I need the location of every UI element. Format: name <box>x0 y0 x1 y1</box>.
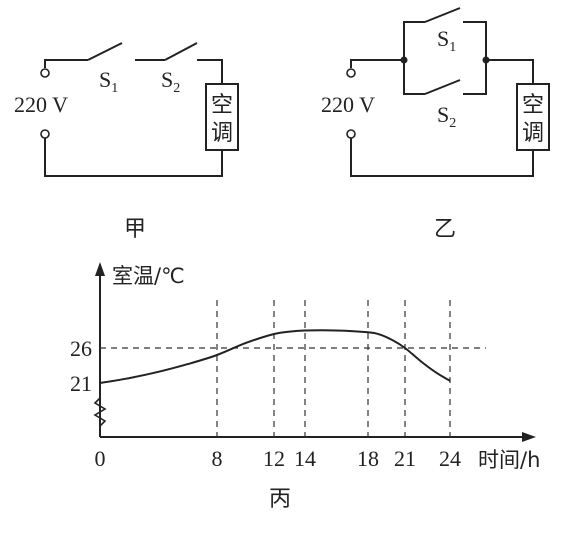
y-axis-break <box>93 397 107 427</box>
circuit-b-caption: 乙 <box>434 217 456 242</box>
y-axis-label: 室温/℃ <box>112 264 185 288</box>
circuit-b-wire-bottom <box>350 138 534 177</box>
circuit-b-wire-right <box>486 59 534 84</box>
x-tick-labels: 8 12 14 18 21 24 <box>212 446 462 471</box>
temperature-curve <box>99 329 451 384</box>
y-tick-label: 21 <box>70 371 92 396</box>
circuit-b-wire-left <box>350 59 404 68</box>
circuit-a: 空 调 220 V S1 S2 甲 <box>14 42 239 242</box>
circuit-b-load-label-2: 调 <box>522 121 544 146</box>
circuit-b-load-label-1: 空 <box>522 93 544 118</box>
circuit-b-junction-left <box>400 56 408 64</box>
circuit-a-load-label-1: 空 <box>211 93 233 118</box>
y-axis-arrow <box>95 262 105 276</box>
circuit-a-switch1-label: S1 <box>99 67 118 96</box>
circuit-a-wire-top <box>44 42 223 84</box>
circuit-b-branch-upper <box>403 7 487 60</box>
x-tick-label: 24 <box>439 446 461 471</box>
circuit-b: 空 调 220 V S1 S2 乙 <box>321 7 550 242</box>
circuit-a-caption: 甲 <box>124 217 146 242</box>
reference-lines <box>100 300 486 437</box>
origin-label: 0 <box>95 446 106 471</box>
circuit-a-load-label-2: 调 <box>211 121 233 146</box>
circuit-a-wire-bottom <box>44 138 223 177</box>
y-tick-label: 26 <box>70 336 92 361</box>
circuit-b-terminal-top <box>346 68 356 78</box>
x-tick-label: 12 <box>263 446 285 471</box>
circuit-a-ac-unit <box>205 83 239 151</box>
x-tick-label: 21 <box>394 446 416 471</box>
circuit-a-voltage-label: 220 V <box>14 92 68 117</box>
circuit-a-switch2-label: S2 <box>161 67 180 96</box>
circuit-a-terminal-top <box>40 68 50 78</box>
x-tick-label: 8 <box>212 446 223 471</box>
circuit-b-terminal-bottom <box>346 129 356 139</box>
circuit-b-voltage-label: 220 V <box>321 92 375 117</box>
x-tick-label: 14 <box>294 446 316 471</box>
x-axis-arrow <box>522 432 536 442</box>
circuit-b-junction-right <box>482 56 490 64</box>
chart-caption: 丙 <box>269 487 291 512</box>
circuit-a-terminal-bottom <box>40 129 50 139</box>
circuit-b-switch1-label: S1 <box>437 26 456 55</box>
x-axis-label: 时间/h <box>478 448 540 472</box>
circuit-b-branch-lower <box>403 60 487 95</box>
x-tick-label: 18 <box>357 446 379 471</box>
circuit-b-ac-unit <box>516 83 550 151</box>
circuit-b-switch2-label: S2 <box>437 102 456 131</box>
